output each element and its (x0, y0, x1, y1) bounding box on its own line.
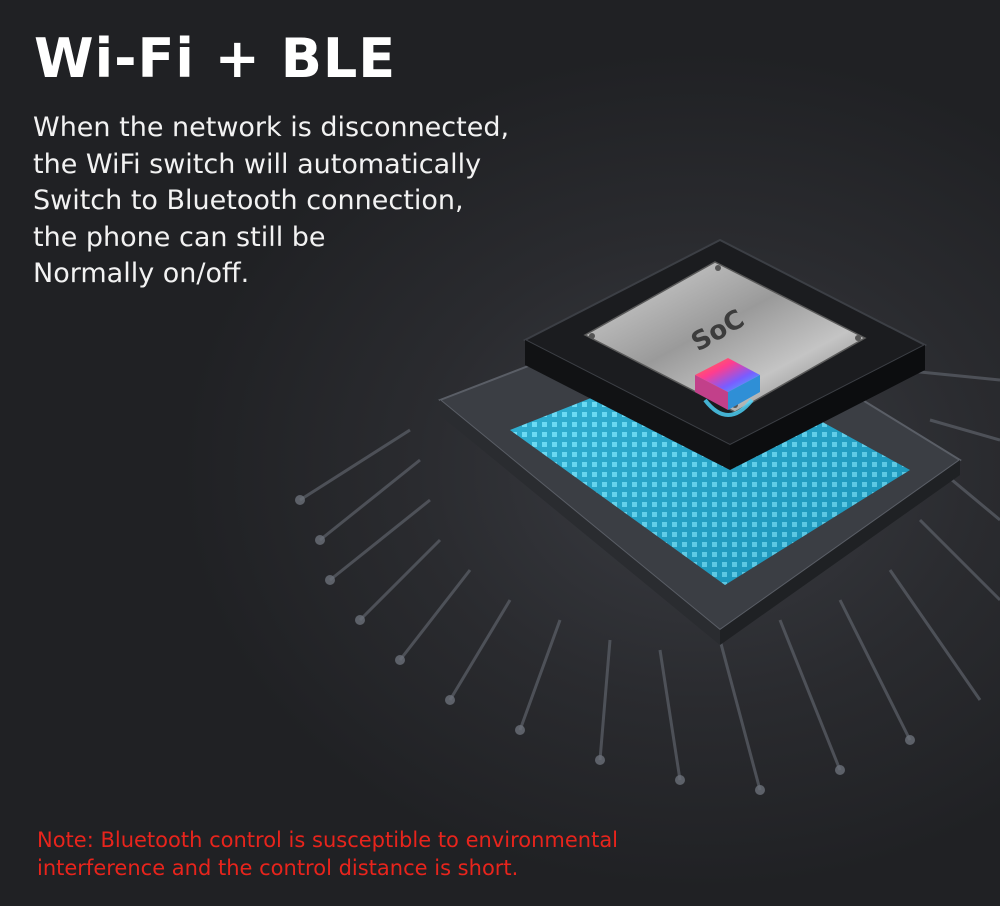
rainbow-die (695, 358, 760, 392)
description-text: When the network is disconnected, the Wi… (33, 110, 593, 293)
description-line: the WiFi switch will automatically (33, 148, 482, 180)
pcb-pads (295, 495, 915, 795)
pcb-traces (299, 368, 1000, 791)
note-line: interference and the control distance is… (37, 856, 519, 880)
description-line: the phone can still be (33, 221, 326, 253)
note-line: Note: Bluetooth control is susceptible t… (37, 828, 619, 852)
note-text: Note: Bluetooth control is susceptible t… (37, 826, 737, 882)
description-line: Normally on/off. (33, 258, 250, 289)
description-line: Switch to Bluetooth connection, (33, 185, 464, 216)
description-line: When the network is disconnected, (33, 112, 510, 143)
metal-lid (583, 261, 867, 413)
page-title: Wi-Fi + BLE (34, 27, 397, 90)
